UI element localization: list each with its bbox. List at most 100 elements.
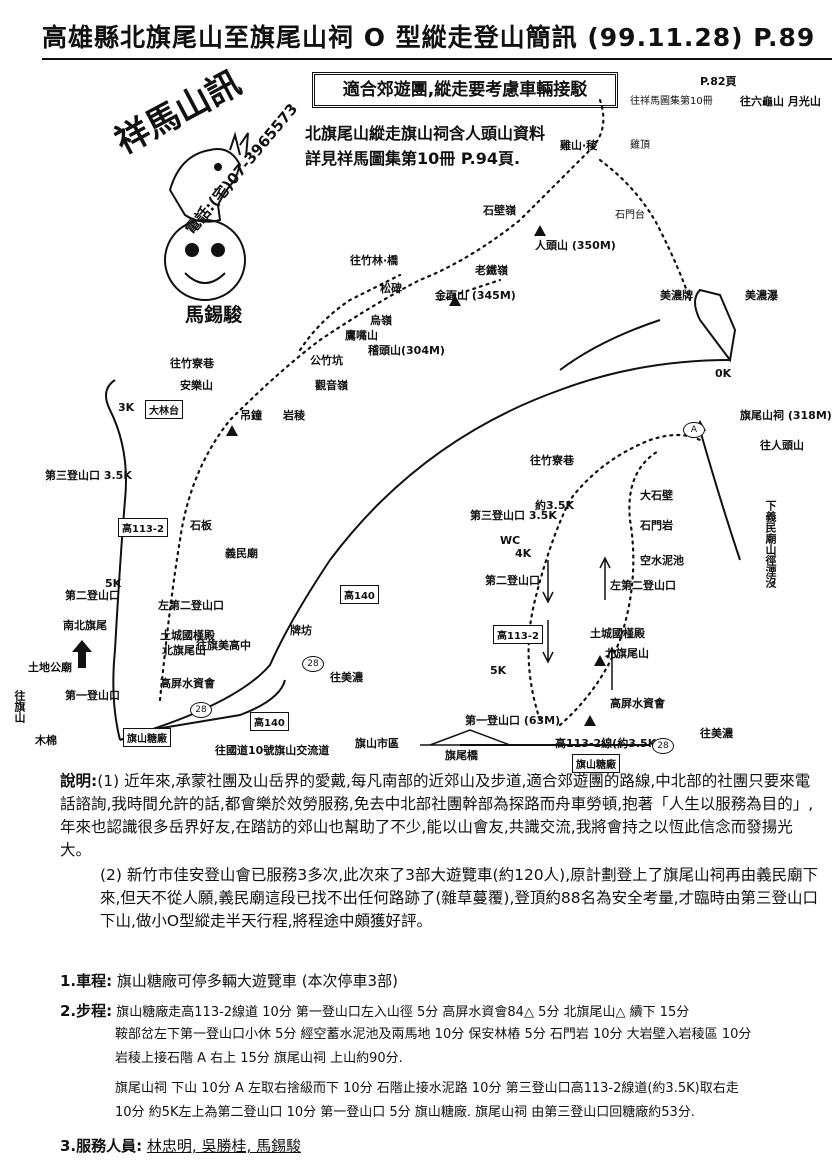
label-beiqiwei-right: 北旗尾山 — [605, 647, 649, 660]
label-jiali: 觀音嶺 — [315, 379, 348, 392]
label-ridge: 雞頂 — [630, 140, 650, 151]
label-xihui: 往竹寮巷 — [530, 454, 574, 467]
itinerary-car: 1.車程: 旗山糖廠可停多輛大遊覽車 (本次停車3部) — [60, 970, 830, 992]
label-first-entrance-right: 左第二登山口 — [610, 579, 676, 592]
label-wangqi: 往旗美高中 — [196, 639, 251, 652]
label-third-entrance-right: 第三登山口 3.5K — [470, 509, 557, 522]
sign-road28-c: 28 — [652, 738, 674, 754]
label-yimin-down: 下義民廟山徑湮沒 — [764, 500, 777, 588]
label-tuchengyuan-right: 土城國槿殿 — [590, 627, 645, 640]
sign-dalintai: 大林台 — [145, 400, 183, 419]
trail-lower-loop-2 — [558, 448, 662, 727]
label-p82: P.82頁 — [700, 75, 737, 88]
trail-branch-1 — [298, 273, 402, 352]
sign-qishan-sugar-a: 旗山糖廠 — [123, 728, 171, 747]
sign-road28-a: 28 — [302, 656, 324, 672]
walk-label: 2.步程: — [60, 1002, 113, 1020]
label-mianhua: 左第二登山口 — [158, 599, 224, 612]
label-wc: WC — [500, 534, 521, 547]
label-songzi: 松碑 — [380, 282, 402, 295]
walk-line-2: 鞍部岔左下第一登山口小休 5分 經空蓄水泥池及兩馬地 10分 保安林樁 5分 石… — [115, 1027, 752, 1042]
walk-line-3: 岩稜上接石階 A 右上 15分 旗尾山祠 上山約90分. — [115, 1051, 403, 1066]
label-km-shrine: 約3.5K — [535, 499, 575, 512]
walk-line-4: 旗尾山祠 下山 10分 A 左取右捨級而下 10分 石階止接水泥路 10分 第三… — [115, 1081, 739, 1096]
label-first-entrance: 第一登山口 — [65, 689, 120, 702]
label-zhuzai: 往竹林·橋 — [350, 254, 399, 267]
label-shimenyan: 石門岩 — [640, 519, 673, 532]
label-third-entrance: 第三登山口 3.5K — [45, 469, 132, 482]
label-provincial: 往國道10號旗山交流道 — [215, 744, 330, 757]
route-map — [72, 98, 741, 746]
label-yimin: 義民廟 — [225, 547, 258, 560]
label-to-renjou: 往人頭山 — [760, 439, 804, 452]
sign-hwy140: 高140 — [340, 585, 379, 604]
staff-label: 3.服務人員: — [60, 1137, 143, 1155]
label-qishan-town: 旗山市區 — [355, 737, 399, 750]
box-note: 適合郊遊團,縱走要考慮車輛接駁 — [312, 72, 618, 108]
label-beiqiwei: 北旗尾山 — [162, 644, 206, 657]
label-gaoshui: 高屏水資會 — [160, 677, 215, 690]
label-3k: 3K — [118, 401, 135, 414]
description: 說明:(1) 近年來,承蒙社團及山岳界的愛戴,每凡南部的近郊山及步道,適合郊遊團… — [60, 770, 820, 933]
label-km0: 0K — [715, 367, 732, 380]
road-140 — [149, 679, 286, 731]
page-title: 高雄縣北旗尾山至旗尾山祠 O 型縱走登山簡訊 (99.11.28) P.89 — [42, 18, 832, 60]
staff-text: 林忠明, 吳勝桂, 馬錫駿 — [146, 1137, 301, 1155]
label-km4: 4K — [515, 547, 532, 560]
walk-line-5: 10分 約5K左上為第二登山口 10分 第一登山口 5分 旗山糖廠. 旗尾山祠 … — [115, 1105, 695, 1120]
walk-line-1: 旗山糖廠走高113-2線道 10分 第一登山口左入山徑 5分 高屏水資會84△ … — [116, 1005, 690, 1020]
point-a: A — [683, 422, 705, 438]
sign-hwy113-right: 高113-2 — [493, 625, 543, 644]
road-main — [119, 359, 731, 741]
itinerary-walk-1: 2.步程: 旗山糖廠走高113-2線道 10分 第一登山口左入山徑 5分 高屏水… — [60, 1000, 830, 1024]
sign-road28-b: 28 — [190, 702, 212, 718]
label-tugong: 土地公廟 — [28, 661, 72, 674]
bridge — [420, 729, 520, 746]
label-fuchi: 稽頭山(304M) — [368, 344, 445, 357]
trail-ridge — [158, 98, 605, 702]
logo-name: 馬錫駿 — [185, 304, 243, 326]
label-wuling: 烏嶺 — [370, 314, 392, 327]
label-jinshan: 金面山 (345M) — [435, 289, 516, 302]
label-shiban: 石板 — [190, 519, 212, 532]
label-diaochuang: 吊鐘 — [240, 409, 262, 422]
label-renjoushan: 人頭山 (350M) — [535, 239, 616, 252]
sign-qishan-sugar-b: 旗山糖廠 — [572, 754, 620, 773]
label-peak-rock: 雞山·稜 — [560, 139, 598, 152]
trail-right — [598, 158, 692, 302]
road-upper — [559, 319, 661, 371]
info-line-2: 詳見祥馬圖集第10冊 P.94頁. — [305, 149, 521, 168]
label-5k: 5K — [105, 577, 122, 590]
desc-label: 說明: — [60, 772, 98, 790]
desc-paragraph-1: (1) 近年來,承蒙社團及山岳界的愛戴,每凡南部的近郊山及步道,適合郊遊團的路線… — [60, 772, 814, 859]
label-laoshan: 老鐵嶺 — [475, 264, 508, 277]
horse-logo — [164, 131, 249, 301]
label-anshanyu: 安樂山 — [180, 379, 213, 392]
desc-paragraph-2: (2) 新竹市佳安登山會已服務3多次,此次來了3部大遊覽車(約120人),原計劃… — [100, 866, 819, 930]
label-sec-entrance-right: 第二登山口 — [485, 574, 540, 587]
label-to-meinong-a: 往美濃 — [330, 671, 363, 684]
label-km5-right: 5K — [490, 664, 507, 677]
label-hwy-note: 高113-2線(約3.5K) — [555, 737, 662, 750]
label-stone-bridge: 石門台 — [615, 210, 645, 221]
itinerary-staff: 3.服務人員: 林忠明, 吳勝桂, 馬錫駿 — [60, 1135, 830, 1157]
label-meinong-waterfall: 美濃瀑 — [745, 289, 778, 302]
label-shanhuang: 岩稜 — [283, 409, 305, 422]
sign-hwy113: 高113-2 — [118, 518, 168, 537]
label-book: 往祥馬圖集第10冊 — [630, 96, 713, 107]
label-kongshui: 空水泥池 — [640, 554, 684, 567]
label-first-dao: 第一登山口 (63M) — [465, 714, 561, 727]
sign-hwy140-b: 高140 — [250, 712, 289, 731]
label-sec-entrance: 第二登山口 — [65, 589, 120, 602]
label-meinong-sign: 美濃牌 — [660, 289, 693, 302]
car-text: 旗山糖廠可停多輛大遊覽車 (本次停車3部) — [116, 972, 398, 990]
trail-branch-2 — [438, 278, 502, 302]
road-loop — [694, 288, 737, 363]
label-mumu: 木棉 — [35, 734, 57, 747]
info-line-1: 北旗尾山縱走旗山祠含人頭山資料 — [305, 124, 546, 143]
label-qishan-bridge: 旗尾橋 — [445, 749, 478, 762]
label-yanshan: 鷹嘴山 — [345, 329, 378, 342]
label-dashiban: 大石壁 — [640, 489, 673, 502]
label-to-qishan: 往旗山 — [13, 690, 26, 723]
label-direction-shanping: 往六龜山 月光山 — [740, 95, 821, 108]
